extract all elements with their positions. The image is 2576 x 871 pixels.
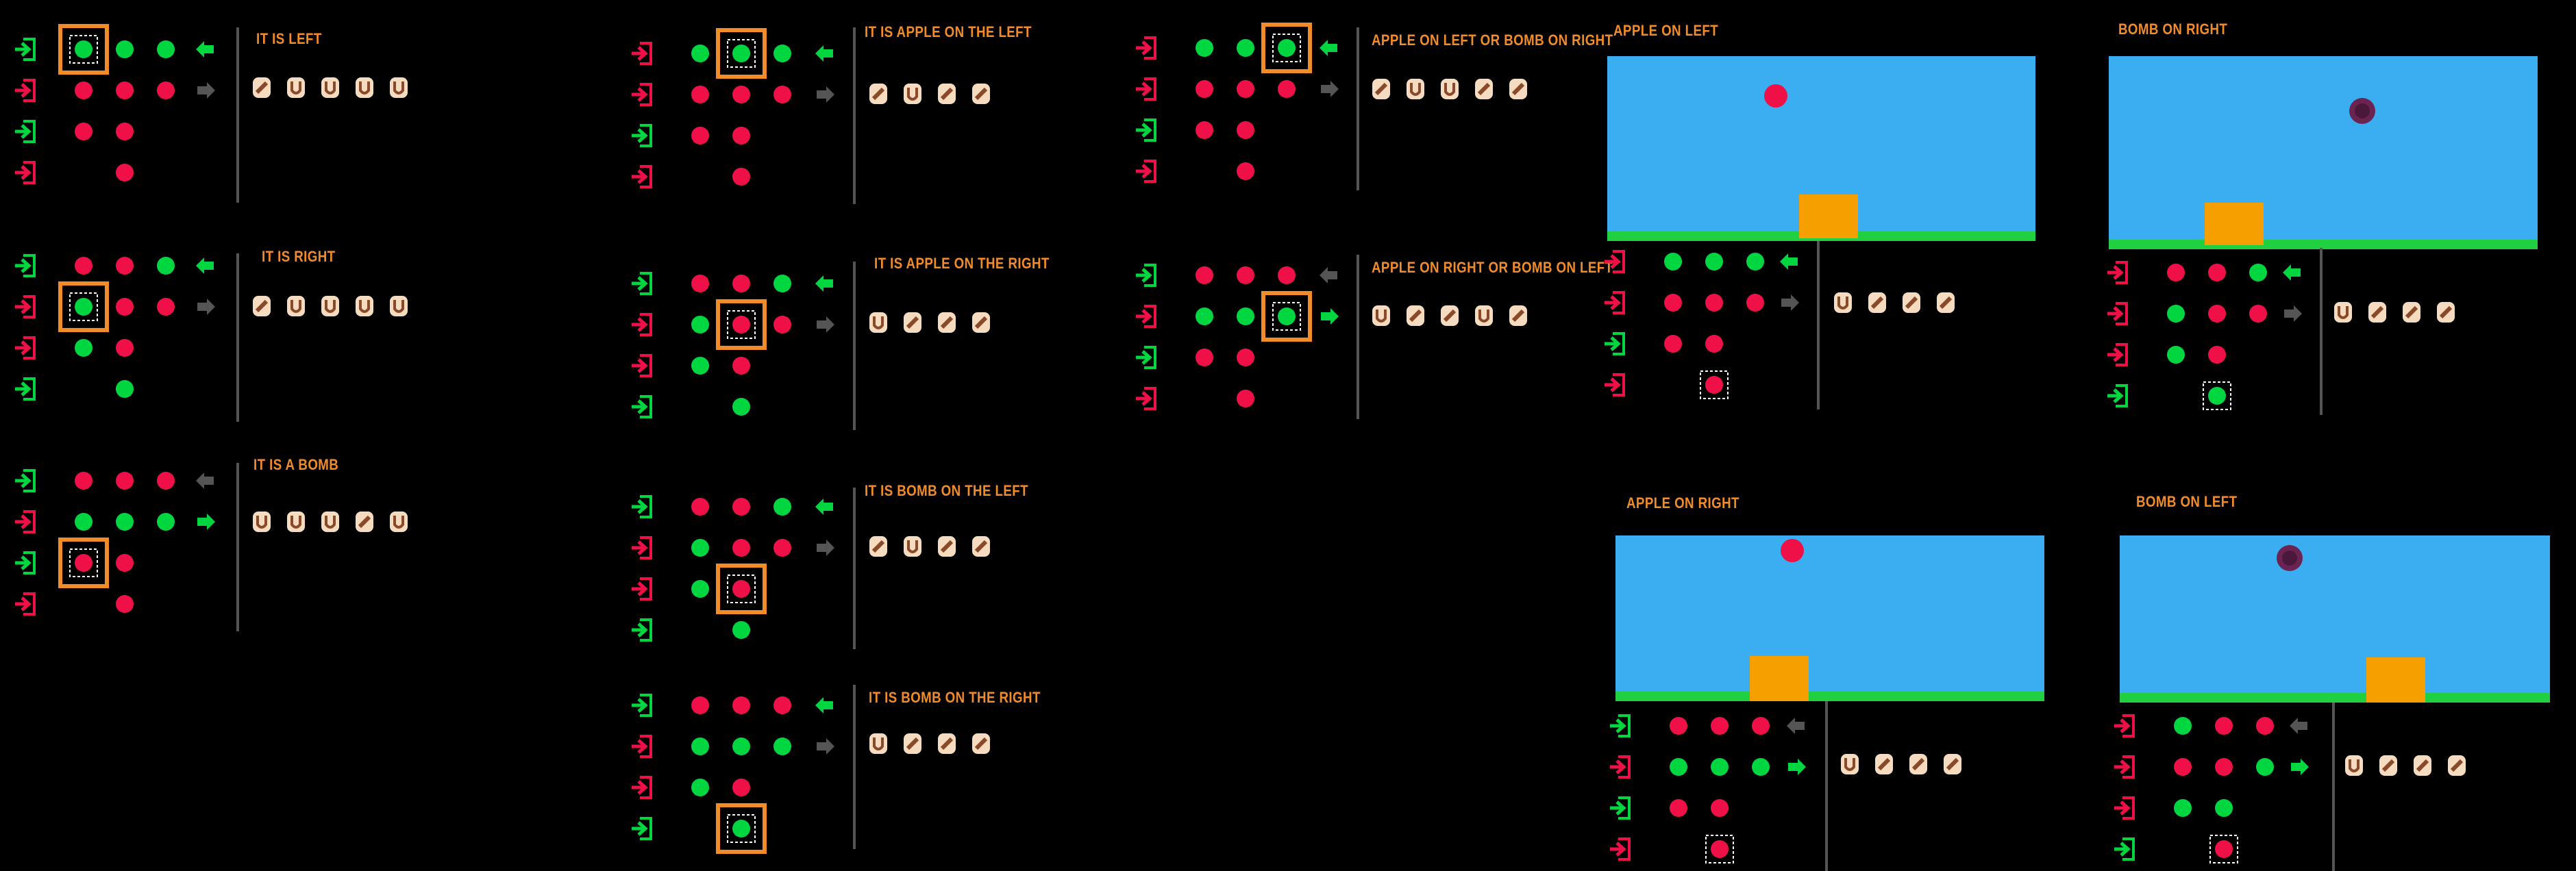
panel-bomb-on-the-right: IT IS BOMB ON THE RIGHT <box>630 689 1069 867</box>
panel-title: IT IS RIGHT <box>262 248 336 265</box>
panel-apple-left-or-bomb-right: APPLE ON LEFT OR BOMB ON RIGHT <box>1137 25 1613 223</box>
panel-title: IT IS LEFT <box>256 30 322 47</box>
panel-title: IT IS APPLE ON THE RIGHT <box>874 255 1050 272</box>
panel-game-apple-on-left: APPLE ON LEFT <box>1607 21 2045 425</box>
panel-title: IT IS BOMB ON THE LEFT <box>865 482 1028 499</box>
panel-it-is-right: IT IS RIGHT <box>14 247 425 445</box>
panel-it-is-left: IT IS LEFT <box>14 21 425 226</box>
panel-it-is-a-bomb: IT IS A BOMB <box>14 455 425 653</box>
panel-game-bomb-on-right: BOMB ON RIGHT <box>2109 21 2547 425</box>
panel-apple-on-the-left: IT IS APPLE ON THE LEFT <box>630 21 1069 226</box>
panel-game-apple-on-right: APPLE ON RIGHT <box>1615 492 2054 871</box>
panel-title: APPLE ON RIGHT <box>1626 494 1739 512</box>
panel-title: BOMB ON RIGHT <box>2118 21 2228 38</box>
panel-title: IT IS BOMB ON THE RIGHT <box>869 689 1041 706</box>
panel-title: APPLE ON RIGHT OR BOMB ON LEFT <box>1372 259 1613 276</box>
panel-title: IT IS APPLE ON THE LEFT <box>865 23 1032 40</box>
panel-title: BOMB ON LEFT <box>2136 493 2238 510</box>
panel-title: APPLE ON LEFT OR BOMB ON RIGHT <box>1372 31 1613 49</box>
panel-apple-on-the-right: IT IS APPLE ON THE RIGHT <box>630 253 1069 452</box>
panel-game-bomb-on-left: BOMB ON LEFT <box>2120 492 2558 871</box>
panel-title: IT IS A BOMB <box>253 456 339 473</box>
panel-apple-right-or-bomb-left: APPLE ON RIGHT OR BOMB ON LEFT <box>1137 255 1613 460</box>
panel-title: APPLE ON LEFT <box>1613 22 1719 39</box>
panel-bomb-on-the-left: IT IS BOMB ON THE LEFT <box>630 482 1069 660</box>
